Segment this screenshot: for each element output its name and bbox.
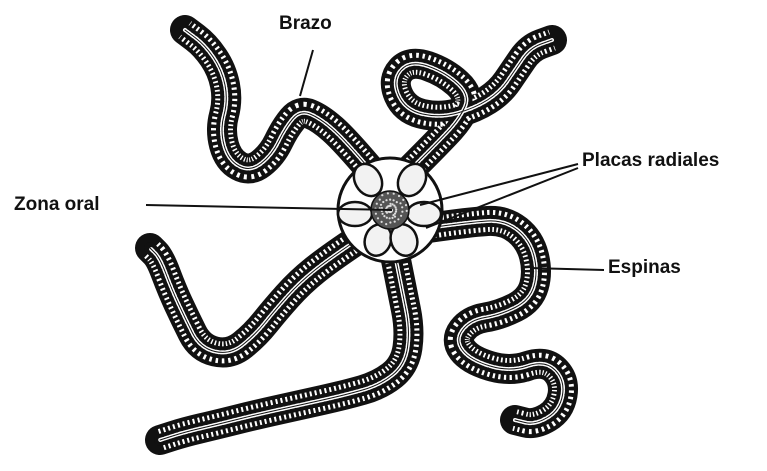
label-oral-zone: Zona oral xyxy=(14,195,100,214)
radial-plate xyxy=(338,202,372,226)
radial-plate xyxy=(407,202,441,226)
label-spines: Espinas xyxy=(608,258,681,277)
arm-spines xyxy=(428,221,563,423)
label-arm: Brazo xyxy=(279,14,332,33)
arm xyxy=(396,40,552,170)
label-radial-plates: Placas radiales xyxy=(582,151,719,170)
leader-arm xyxy=(300,50,313,96)
arm xyxy=(150,238,360,352)
arm xyxy=(428,221,563,423)
arm xyxy=(185,30,372,172)
